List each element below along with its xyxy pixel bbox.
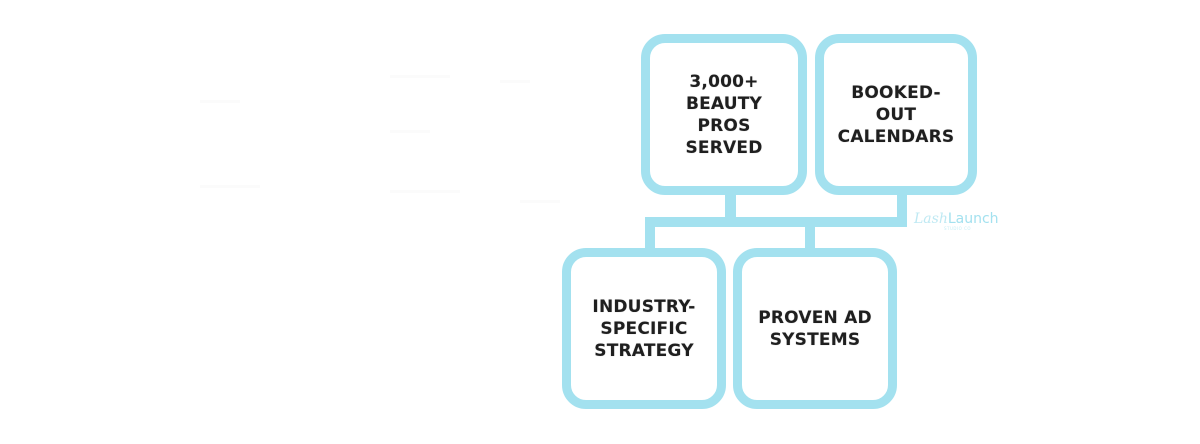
logo-script-text: Lash: [914, 211, 948, 227]
lashlaunch-logo: LashLaunch STUDIO CO: [914, 208, 1004, 236]
connector-top-left-down: [725, 192, 736, 226]
box-proven-ad-systems: PROVEN AD SYSTEMS: [733, 248, 897, 409]
logo-subtext: STUDIO CO: [944, 226, 972, 231]
box-label: INDUSTRY- SPECIFIC STRATEGY: [592, 296, 696, 361]
box-label: BOOKED- OUT CALENDARS: [837, 82, 955, 147]
connector-bottom-left-down: [645, 217, 655, 253]
connector-top-right-down: [897, 192, 907, 226]
box-industry-specific-strategy: INDUSTRY- SPECIFIC STRATEGY: [562, 248, 726, 409]
box-booked-out-calendars: BOOKED- OUT CALENDARS: [815, 34, 977, 195]
faded-background-text: [190, 70, 630, 240]
box-beauty-pros-served: 3,000+ BEAUTY PROS SERVED: [641, 34, 807, 195]
box-label: 3,000+ BEAUTY PROS SERVED: [685, 71, 763, 158]
logo-bold-text: Launch: [947, 211, 999, 227]
box-label: PROVEN AD SYSTEMS: [758, 307, 872, 350]
connector-bottom-right-down: [805, 217, 815, 253]
connector-horizontal-bar: [645, 217, 907, 227]
